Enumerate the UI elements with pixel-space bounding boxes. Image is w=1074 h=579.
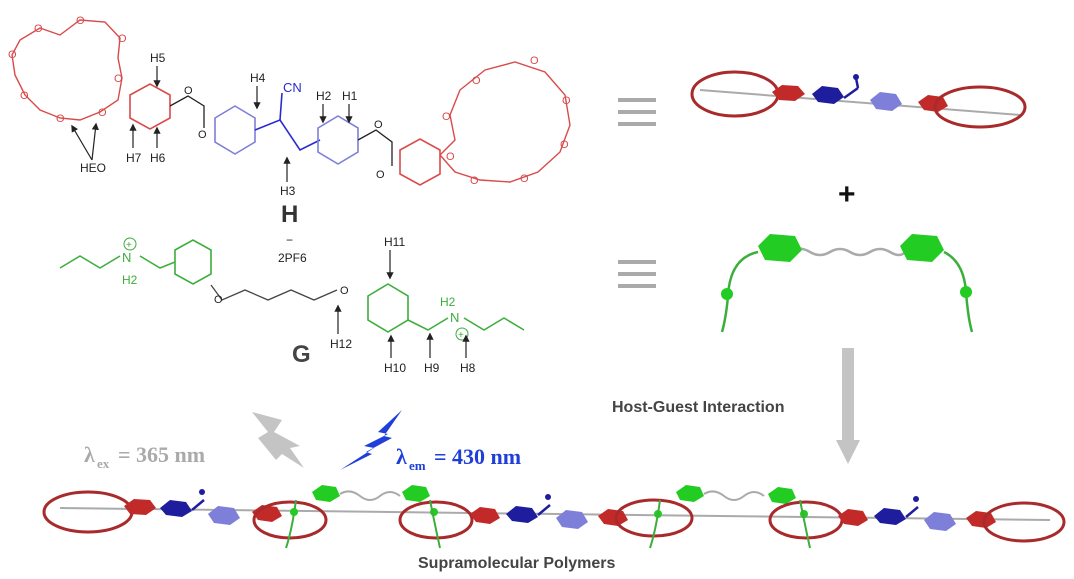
counterion-charge: − [286,233,293,247]
supramolecular-polymer-chain [42,485,1066,549]
emission-label: λ em = 430 nm [396,444,521,473]
cn-label: CN [283,80,302,95]
svg-text:O: O [472,75,481,87]
svg-text:O: O [446,151,455,163]
guest-label: G [292,341,311,368]
label-h2: H2 [316,89,332,103]
label-h12: H12 [330,337,352,351]
left-crown-oxygens: O O O O O O O O [8,15,127,125]
host-proton-arrows [71,66,353,182]
svg-text:+: + [126,240,132,251]
host-cartoon [690,70,1027,129]
label-heo: HEO [80,161,106,175]
plus-sign: + [838,178,856,211]
counterion-label: 2PF6 [278,251,307,265]
host-right-benzene [399,138,441,186]
label-h4: H4 [250,71,266,85]
svg-text:O: O [198,129,207,141]
svg-text:O: O [34,23,43,35]
svg-text:O: O [214,294,223,306]
label-h10: H10 [384,361,406,375]
guest-cartoon [720,234,974,333]
label-h8: H8 [460,361,476,375]
svg-text:O: O [114,73,123,85]
guest-nh2-left: H2 [122,273,138,287]
svg-text:= 365 nm: = 365 nm [118,442,205,467]
label-h9: H9 [424,361,440,375]
svg-text:N: N [450,310,459,325]
svg-text:O: O [8,49,17,61]
svg-text:+: + [458,330,464,341]
svg-text:O: O [376,169,385,181]
svg-text:O: O [470,175,479,187]
host-phenyl-a [214,105,256,155]
svg-text:O: O [76,15,85,27]
label-h6: H6 [150,151,166,165]
svg-text:O: O [530,55,539,67]
svg-text:ex: ex [97,456,110,471]
host-phenyl-b [317,115,359,165]
excitation-label: λ ex = 365 nm [84,442,205,471]
svg-text:= 430 nm: = 430 nm [434,444,521,469]
svg-text:O: O [562,95,571,107]
host-left-benzene [129,83,171,130]
svg-text:O: O [56,113,65,125]
equivalence-icon [618,98,656,126]
svg-text:O: O [184,85,193,97]
guest-left-benzene [174,239,212,285]
label-h7: H7 [126,151,142,165]
guest-right-benzene [367,283,409,333]
guest-molecule: N H2 + O O N H2 + 2PF6 − H11 H12 H10 H9 … [59,233,525,375]
guest-proton-arrows [334,250,470,358]
label-h1: H1 [342,89,358,103]
host-molecule: O O O O O O O O O O CN O O O O O O O O O O [8,15,571,228]
svg-text:N: N [122,250,131,265]
svg-text:O: O [98,107,107,119]
svg-text:O: O [374,119,383,131]
right-crown-ether [439,61,571,183]
svg-text:λ: λ [396,444,407,469]
svg-text:O: O [560,139,569,151]
host-label: H [281,201,298,228]
svg-text:O: O [20,90,29,102]
label-h5: H5 [150,51,166,65]
equivalence-icon [618,260,656,288]
right-crown-oxygens: O O O O O O O O [442,55,571,187]
svg-text:O: O [442,111,451,123]
polymer-label: Supramolecular Polymers [418,555,616,572]
lightning-icon [252,412,304,468]
svg-text:λ: λ [84,442,95,467]
svg-text:O: O [340,285,349,297]
lightning-icon [340,410,402,470]
svg-text:em: em [409,458,426,473]
interaction-label: Host-Guest Interaction [612,399,784,416]
left-crown-ether [11,19,123,121]
down-arrow-icon [836,348,860,464]
guest-nh2-right: H2 [440,295,456,309]
svg-text:O: O [520,173,529,185]
svg-text:O: O [118,33,127,45]
label-h11: H11 [384,235,405,249]
label-h3: H3 [280,184,296,198]
